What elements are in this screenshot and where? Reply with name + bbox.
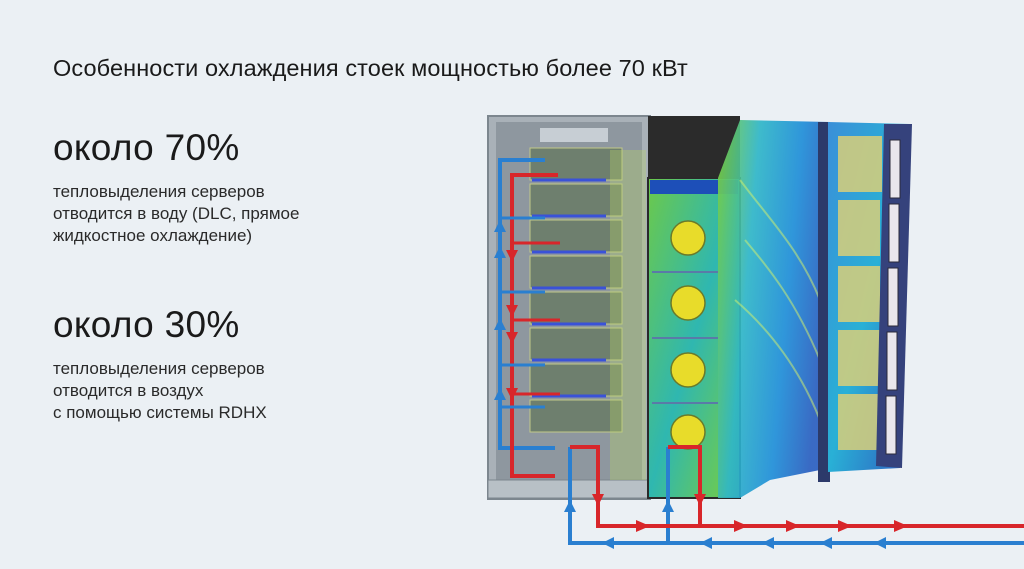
stat-description-line: жидкостное охлаждение) <box>53 226 253 245</box>
stat-description: тепловыделения серверов отводится в возд… <box>53 358 267 424</box>
rear-door-heat-exchanger <box>828 122 912 472</box>
page-title: Особенности охлаждения стоек мощностью б… <box>53 55 688 81</box>
rdhx-top-block <box>648 116 740 178</box>
stat-description-line: с помощью системы RDHX <box>53 403 267 422</box>
cold-flow-arrow-icon <box>564 500 886 549</box>
stat-value: около 70% <box>53 127 240 168</box>
airflow <box>718 120 830 498</box>
stat-air-cooling: около 30% тепловыделения серверов отводи… <box>53 304 267 424</box>
hot-flow-arrow-icon <box>592 494 908 532</box>
stat-description-line: отводится в воду (DLC, прямое <box>53 204 300 223</box>
rdhx-door-frame <box>818 122 830 482</box>
liquid-cooling-manifold <box>494 158 560 478</box>
stat-water-cooling: около 70% тепловыделения серверов отводи… <box>53 127 299 247</box>
server-rack <box>487 115 651 500</box>
stat-value: около 30% <box>53 304 240 345</box>
floor-piping <box>568 445 1024 545</box>
fan-icon <box>670 220 706 450</box>
stat-description-line: тепловыделения серверов <box>53 182 265 201</box>
stat-description-line: отводится в воздух <box>53 381 204 400</box>
stat-description: тепловыделения серверов отводится в воду… <box>53 181 299 247</box>
fan-panel <box>647 177 741 499</box>
stat-description-line: тепловыделения серверов <box>53 359 265 378</box>
